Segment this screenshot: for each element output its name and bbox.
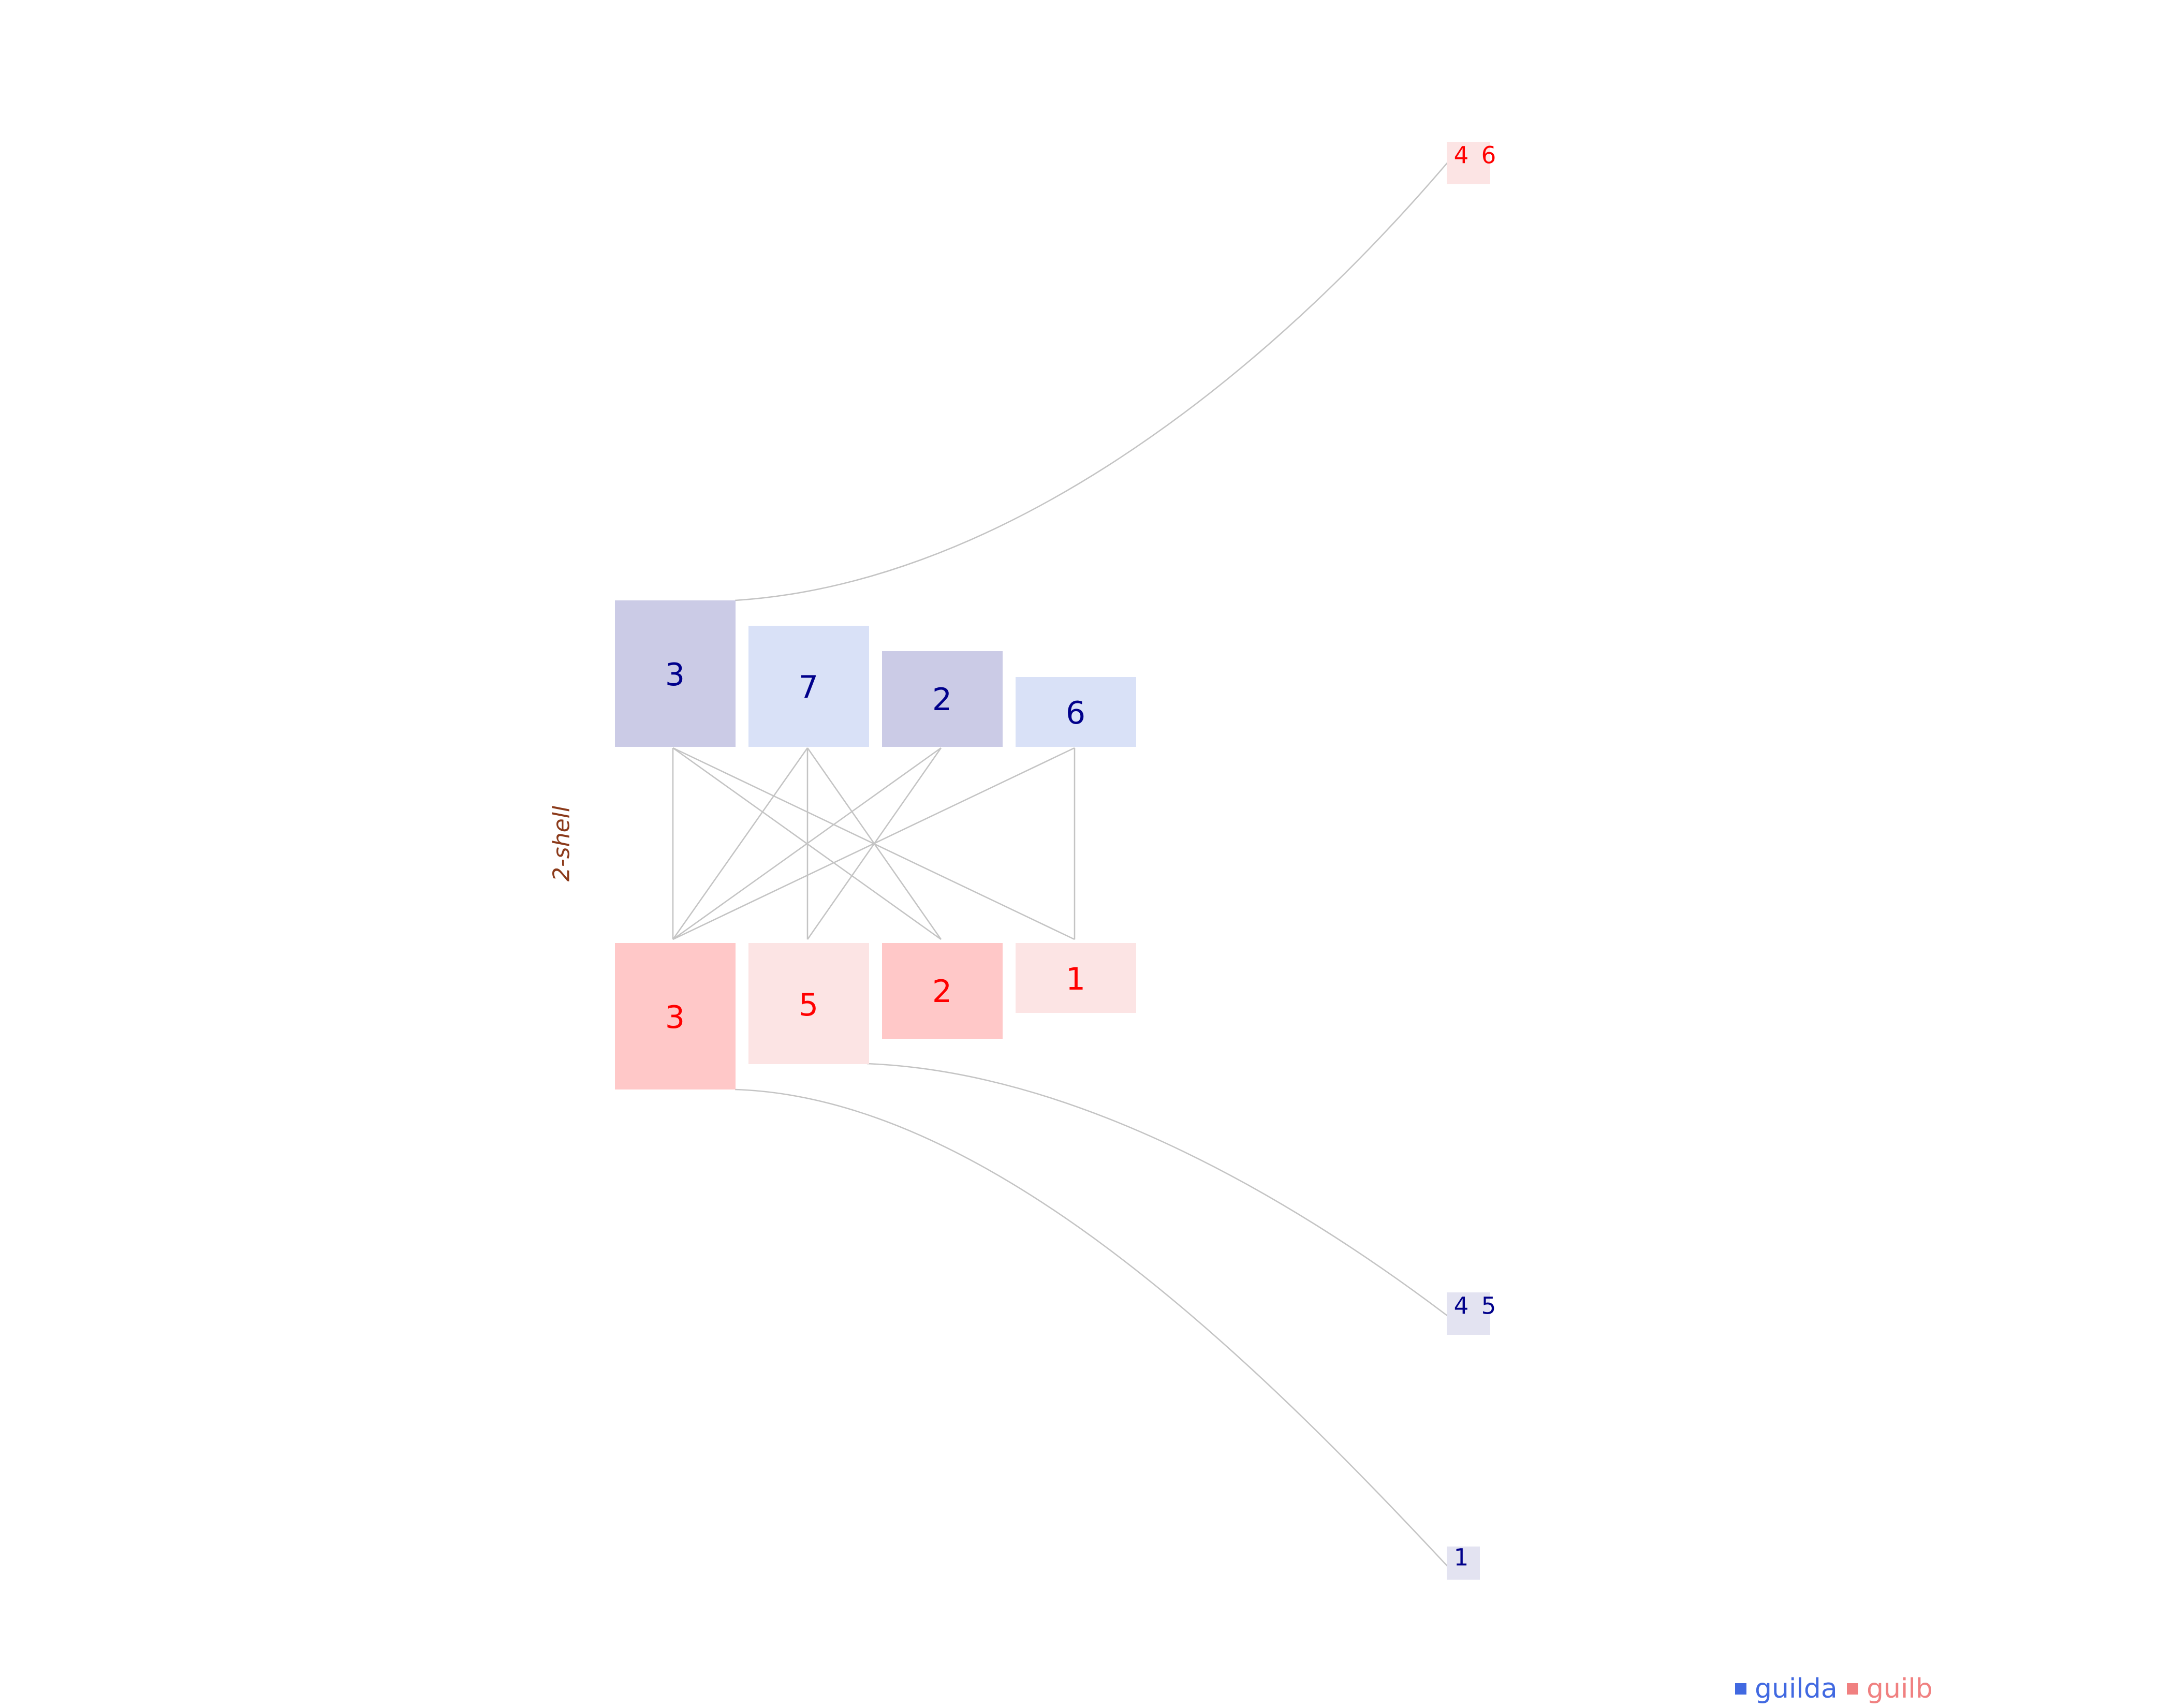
guild-a-nodes: 3 7 2 6: [615, 600, 1136, 747]
shell-label: 2-shell: [549, 805, 575, 881]
node-a-0[interactable]: 3: [615, 600, 736, 747]
link-a3-tail-46: [735, 160, 1450, 601]
link-a7-b3: [672, 747, 809, 940]
node-label: 1: [1066, 961, 1085, 997]
tail-nodes: 4 6 4 5 1: [1447, 142, 1496, 1580]
node-label: 3: [665, 657, 685, 693]
legend-label-guilb: guilb: [1867, 1673, 1933, 1704]
tail-label: 6: [1481, 142, 1496, 169]
node-a-3[interactable]: 6: [1016, 677, 1136, 747]
node-rect: [615, 943, 736, 1089]
legend-swatch-guilda: [1735, 1683, 1746, 1695]
node-rect: [882, 651, 1003, 747]
node-label: 5: [799, 987, 818, 1023]
node-label: 2: [932, 974, 952, 1010]
tail-rect: [1447, 1292, 1490, 1335]
node-b-1[interactable]: 5: [748, 943, 869, 1064]
node-label: 7: [799, 669, 818, 705]
tail-rect: [1447, 1547, 1480, 1580]
node-a-2[interactable]: 2: [882, 651, 1003, 747]
node-label: 3: [665, 999, 685, 1036]
tail-node-1[interactable]: 1: [1447, 1544, 1480, 1580]
legend-label-guilda: guilda: [1755, 1673, 1838, 1704]
links: [672, 160, 1450, 1569]
tail-node-4-5[interactable]: 4 5: [1447, 1292, 1496, 1335]
tail-label: 1: [1454, 1544, 1469, 1571]
legend: guilda guilb: [1735, 1673, 1933, 1704]
link-a2-b3: [672, 747, 942, 940]
node-label: 6: [1066, 695, 1085, 731]
guild-b-nodes: 3 5 2 1: [615, 943, 1136, 1089]
tail-node-4-6[interactable]: 4 6: [1447, 142, 1496, 185]
node-b-3[interactable]: 1: [1016, 943, 1136, 1013]
tail-label: 4: [1454, 1292, 1469, 1320]
node-rect: [1016, 677, 1136, 747]
node-b-2[interactable]: 2: [882, 943, 1003, 1039]
tail-label: 5: [1481, 1292, 1496, 1320]
node-rect: [1016, 943, 1136, 1013]
node-b-0[interactable]: 3: [615, 943, 736, 1089]
link-a6-b3: [672, 747, 1075, 940]
node-rect: [748, 943, 869, 1064]
node-rect: [615, 600, 736, 747]
tail-label: 4: [1454, 142, 1469, 169]
link-b5-tail-45: [866, 1063, 1450, 1318]
tail-rect: [1447, 142, 1490, 184]
legend-swatch-guilb: [1847, 1683, 1858, 1695]
link-b3-tail-1: [735, 1088, 1450, 1569]
node-rect: [882, 943, 1003, 1039]
node-label: 2: [932, 682, 952, 718]
node-rect: [748, 626, 869, 747]
node-a-1[interactable]: 7: [748, 626, 869, 747]
